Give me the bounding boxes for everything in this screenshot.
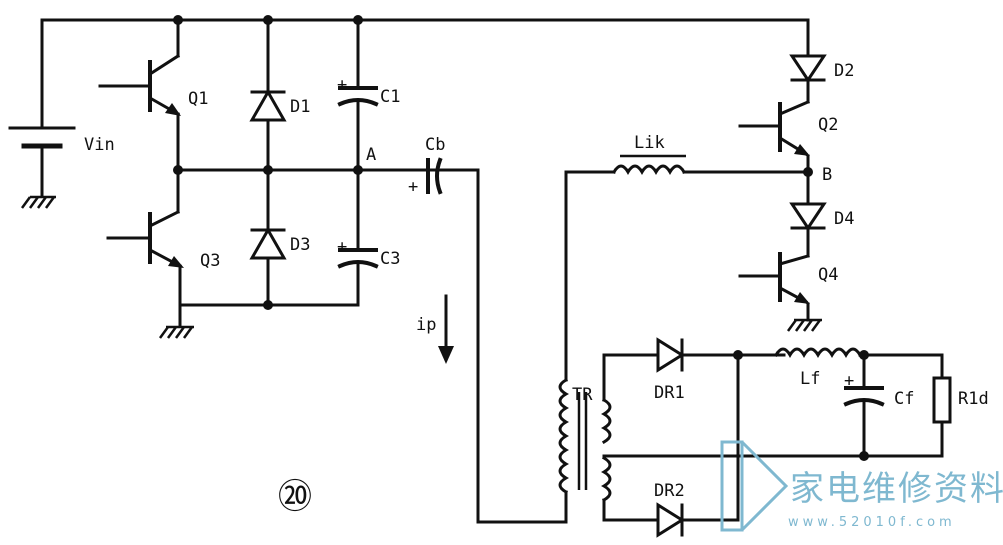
- plus-cb: +: [408, 177, 418, 197]
- watermark-text: 家电维修资料网: [790, 469, 1003, 509]
- capacitor-c3: [337, 168, 379, 307]
- diode-dr1: [656, 337, 786, 373]
- capacitor-cf: [843, 353, 885, 458]
- label-c1: C1: [380, 87, 400, 107]
- label-lik: Lik: [634, 133, 665, 153]
- label-dr2: DR2: [654, 481, 685, 501]
- resistor-r1d: [932, 353, 952, 458]
- inductor-lf: [773, 347, 944, 358]
- label-d4: D4: [834, 209, 854, 229]
- diode-dr2: [656, 353, 740, 538]
- label-vin: Vin: [84, 135, 115, 155]
- label-d3: D3: [290, 235, 310, 255]
- diode-d2: [789, 18, 827, 104]
- label-node-b: B: [822, 165, 832, 185]
- label-lf: Lf: [800, 369, 820, 389]
- plus-c1: +: [337, 75, 347, 95]
- label-tr: TR: [572, 385, 593, 405]
- label-q2: Q2: [818, 115, 838, 135]
- ground-symbol-vin: [20, 195, 56, 209]
- diode-d3: [249, 168, 287, 307]
- watermark-url: www.52010f.com: [788, 515, 956, 530]
- diode-d4: [789, 170, 827, 258]
- capacitor-c1: [337, 18, 379, 172]
- transistor-q3: [106, 168, 184, 328]
- transformer-tr: [558, 353, 944, 522]
- label-c3: C3: [380, 249, 400, 269]
- label-cf: Cf: [894, 389, 914, 409]
- label-d2: D2: [834, 61, 854, 81]
- figure-number: ⑳: [278, 477, 312, 517]
- junction-dots: [173, 15, 869, 461]
- plus-cf: +: [844, 371, 854, 391]
- label-r1d: R1d: [958, 389, 989, 409]
- label-node-a: A: [366, 145, 376, 165]
- watermark-logo: [720, 440, 789, 532]
- label-q4: Q4: [818, 265, 838, 285]
- label-q3: Q3: [200, 251, 220, 271]
- current-ip-arrow: [438, 294, 454, 364]
- label-dr1: DR1: [654, 383, 685, 403]
- capacitor-cb: [356, 157, 568, 524]
- ground-symbol-q3: [158, 325, 194, 339]
- label-d1: D1: [290, 97, 310, 117]
- vin-battery: [8, 18, 180, 198]
- diode-d1: [249, 18, 287, 172]
- transistor-q2: [738, 100, 810, 174]
- transistor-q1: [98, 18, 181, 172]
- transistor-q4: [738, 252, 810, 322]
- label-cb: Cb: [425, 135, 445, 155]
- label-ip: ip: [416, 315, 436, 335]
- ground-symbol-q4: [786, 318, 822, 332]
- inductor-lik: [564, 154, 810, 382]
- label-q1: Q1: [188, 89, 208, 109]
- plus-c3: +: [337, 237, 347, 257]
